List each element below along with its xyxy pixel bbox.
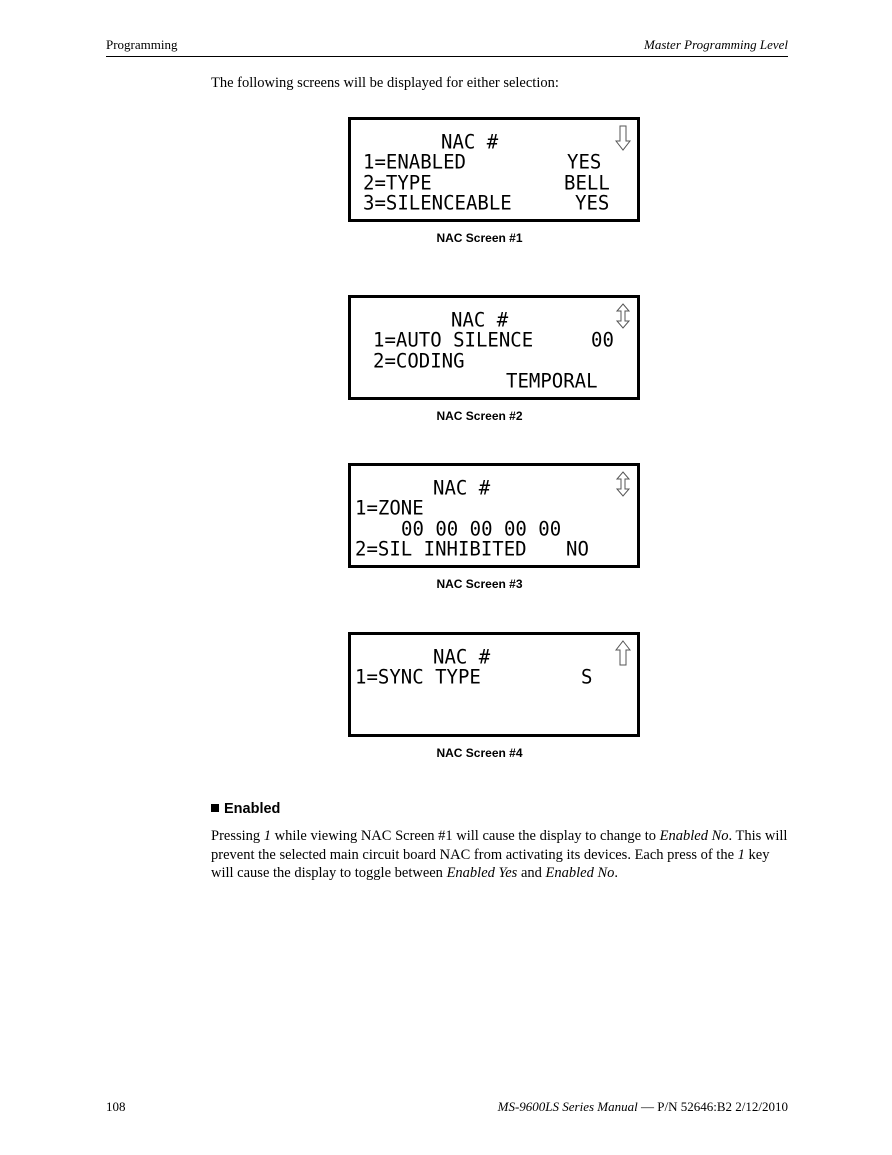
up-arrow-icon [615, 640, 631, 666]
screen-row-label: 00 00 00 00 00 [401, 517, 562, 541]
up-down-arrow-icon [615, 471, 631, 497]
nac-screen-2: NAC # 1=AUTO SILENCE 00 2=CODING TEMPORAL [348, 295, 640, 400]
screen-title: NAC # [451, 308, 509, 332]
body-text-run: and [517, 865, 546, 881]
screen-caption: NAC Screen #4 [436, 746, 523, 760]
screen-row-value: S [581, 665, 593, 689]
screen-row-value: BELL [564, 171, 610, 195]
body-text-run: . This will prevent the selected main ci… [211, 828, 788, 863]
screen-row-value: YES [567, 150, 602, 174]
screen-title: NAC # [433, 476, 491, 500]
header-chapter-title: Master Programming Level [644, 37, 788, 52]
screen-row-label: 2=SIL INHIBITED [355, 537, 527, 561]
screen-row-value: NO [566, 537, 589, 561]
header-section-title: Programming [106, 37, 178, 52]
emphasis-text: 1 [263, 828, 272, 844]
emphasis-text: Enabled No [659, 828, 729, 844]
screen-caption: NAC Screen #1 [436, 231, 523, 245]
section-body-text: Pressing 1 while viewing NAC Screen #1 w… [211, 827, 791, 883]
screen-row-label: 2=CODING [373, 349, 465, 373]
screen-row-label: 1=AUTO SILENCE [373, 328, 534, 352]
square-bullet-icon [211, 804, 219, 812]
emphasis-text: 1 [737, 846, 745, 863]
screen-row-label: 2=TYPE [363, 171, 432, 195]
screen-row-label: 1=ENABLED [363, 150, 466, 174]
nac-screen-1: NAC # 1=ENABLED YES 2=TYPE BELL 3=SILENCEA… [348, 117, 640, 222]
screen-row-label: 3=SILENCEABLE [363, 191, 512, 215]
part-number: — P/N 52646:B2 2/12/2010 [637, 1099, 788, 1114]
screen-row-value: TEMPORAL [506, 369, 598, 393]
screen-row-label: 1=ZONE [355, 496, 424, 520]
screen-caption: NAC Screen #3 [436, 577, 523, 591]
screen-row-label: 1=SYNC TYPE [355, 665, 481, 689]
screen-row-value: 00 [591, 328, 614, 352]
body-text-run: key will cause the display to toggle bet… [211, 846, 770, 882]
body-text-run: Pressing [211, 828, 264, 844]
emphasis-text: Enabled Yes [446, 865, 518, 881]
footer-manual-info: MS-9600LS Series Manual — P/N 52646:B2 2… [498, 1099, 788, 1115]
nac-screen-4: NAC # 1=SYNC TYPE S [348, 632, 640, 737]
intro-text: The following screens will be displayed … [211, 75, 559, 91]
page-number: 108 [106, 1099, 126, 1114]
nac-screen-3: NAC # 1=ZONE 00 00 00 00 00 2=SIL INHIBI… [348, 463, 640, 568]
section-heading-text: Enabled [224, 801, 281, 817]
section-heading: Enabled [211, 801, 280, 817]
body-text-run: . [614, 865, 619, 881]
header-divider [106, 56, 788, 57]
screen-caption: NAC Screen #2 [436, 409, 523, 423]
manual-title: MS-9600LS Series Manual [497, 1099, 638, 1114]
emphasis-text: Enabled No [545, 865, 615, 881]
body-text-run: while viewing NAC Screen #1 will cause t… [271, 828, 660, 844]
screen-row-value: YES [575, 191, 610, 215]
screen-title: NAC # [433, 645, 491, 669]
up-down-arrow-icon [615, 303, 631, 329]
screen-title: NAC # [441, 130, 499, 154]
down-arrow-icon [615, 125, 631, 151]
